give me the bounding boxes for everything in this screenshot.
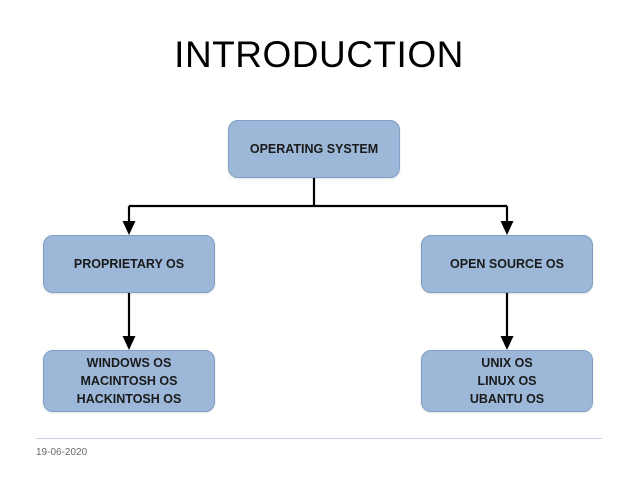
node-open-source-os-list: UNIX OS LINUX OS UBANTU OS — [421, 350, 593, 412]
node-label-line: UNIX OS — [481, 356, 533, 370]
node-label-line: LINUX OS — [477, 374, 537, 388]
node-label-line: UBANTU OS — [469, 392, 545, 406]
node-label: OPERATING SYSTEM — [249, 142, 379, 156]
footer-divider — [36, 438, 602, 439]
slide-date: 19-06-2020 — [36, 447, 88, 458]
node-label: PROPRIETARY OS — [73, 257, 185, 271]
node-proprietary-os: PROPRIETARY OS — [43, 235, 215, 293]
node-label-line: WINDOWS OS — [86, 356, 172, 370]
page-title: INTRODUCTION — [174, 34, 464, 75]
node-open-source-os: OPEN SOURCE OS — [421, 235, 593, 293]
node-label: OPEN SOURCE OS — [450, 257, 564, 271]
node-label-line: HACKINTOSH OS — [76, 392, 182, 406]
node-operating-system: OPERATING SYSTEM — [228, 120, 400, 178]
node-label-line: MACINTOSH OS — [80, 374, 178, 388]
node-proprietary-os-list: WINDOWS OS MACINTOSH OS HACKINTOSH OS — [43, 350, 215, 412]
